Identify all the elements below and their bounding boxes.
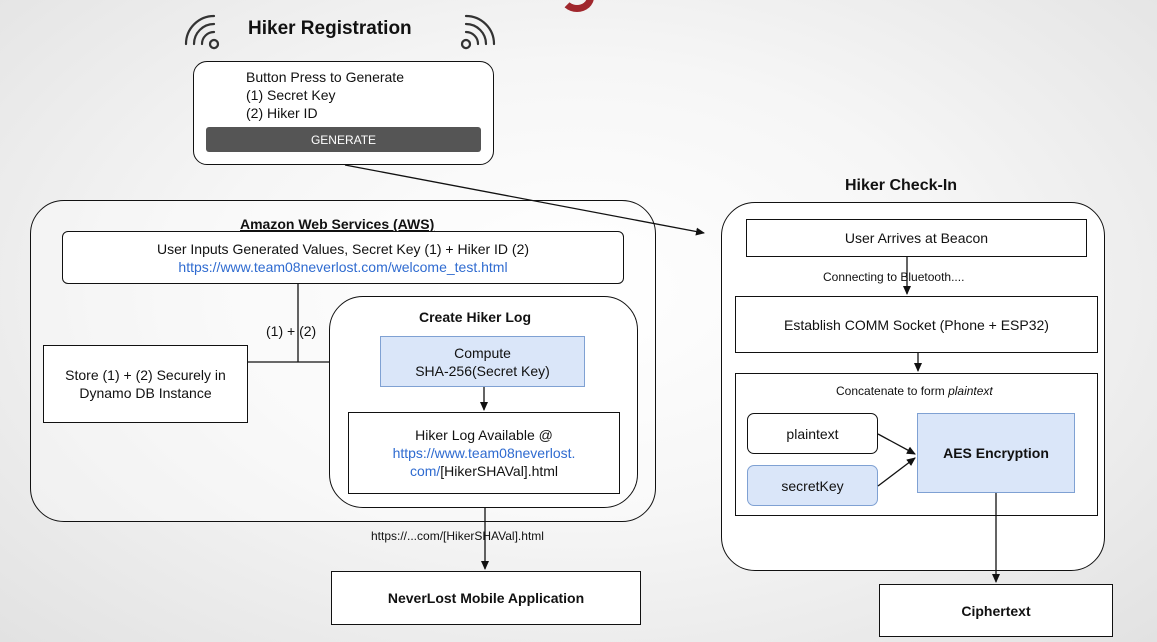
- arrow-registration-to-checkin: [344, 164, 705, 236]
- generate-button[interactable]: GENERATE: [206, 127, 481, 152]
- flow-label: (1) + (2): [266, 323, 317, 339]
- arrives-box: User Arrives at Beacon: [746, 219, 1087, 257]
- user-inputs-box: User Inputs Generated Values, Secret Key…: [62, 231, 624, 284]
- top-red-mark: [560, 0, 594, 12]
- mobile-app-box: NeverLost Mobile Application: [331, 571, 641, 625]
- aws-title: Amazon Web Services (AWS): [240, 216, 435, 232]
- registration-line-1: Button Press to Generate: [246, 69, 404, 85]
- store-line-1: Store (1) + (2) Securely in: [65, 367, 226, 383]
- store-line-2: Dynamo DB Instance: [79, 385, 212, 401]
- hiker-log-url-suffix: [HikerSHAVal].html: [440, 463, 559, 479]
- connecting-label: Connecting to Bluetooth....: [823, 270, 965, 284]
- compute-line-1: Compute: [454, 344, 511, 361]
- compute-sha-box: Compute SHA-256(Secret Key): [380, 336, 585, 387]
- create-hiker-log-title: Create Hiker Log: [419, 309, 532, 325]
- hiker-log-url-2[interactable]: com/: [409, 463, 441, 479]
- plaintext-box: plaintext: [747, 413, 878, 454]
- aes-encryption-box: AES Encryption: [917, 413, 1075, 493]
- user-inputs-text: User Inputs Generated Values, Secret Key…: [156, 240, 530, 257]
- arrow-plaintext-to-aes: [877, 433, 916, 455]
- checkin-title: Hiker Check-In: [845, 177, 958, 194]
- output-url-label: https://...com/[HikerSHAVal].html: [371, 529, 544, 543]
- concat-label: Concatenate to form plaintext: [836, 384, 993, 398]
- registration-title: Hiker Registration: [248, 18, 412, 39]
- welcome-url-link[interactable]: https://www.team08neverlost.com/welcome_…: [178, 258, 508, 275]
- socket-box: Establish COMM Socket (Phone + ESP32): [735, 296, 1098, 353]
- secretkey-box: secretKey: [747, 465, 878, 506]
- compute-line-2: SHA-256(Secret Key): [415, 362, 550, 379]
- wifi-signal-left-icon: [184, 14, 220, 50]
- registration-line-2: (1) Secret Key: [246, 87, 336, 103]
- hiker-log-available-text: Hiker Log Available @: [415, 427, 553, 443]
- hiker-log-available-box: Hiker Log Available @ https://www.team08…: [348, 412, 620, 494]
- wifi-signal-right-icon: [460, 14, 496, 50]
- ciphertext-box: Ciphertext: [879, 584, 1113, 637]
- arrow-secretkey-to-aes: [877, 457, 916, 487]
- store-box: Store (1) + (2) Securely in Dynamo DB In…: [43, 345, 248, 423]
- hiker-log-url-1[interactable]: https://www.team08neverlost.: [392, 445, 576, 461]
- registration-line-3: (2) Hiker ID: [246, 105, 318, 121]
